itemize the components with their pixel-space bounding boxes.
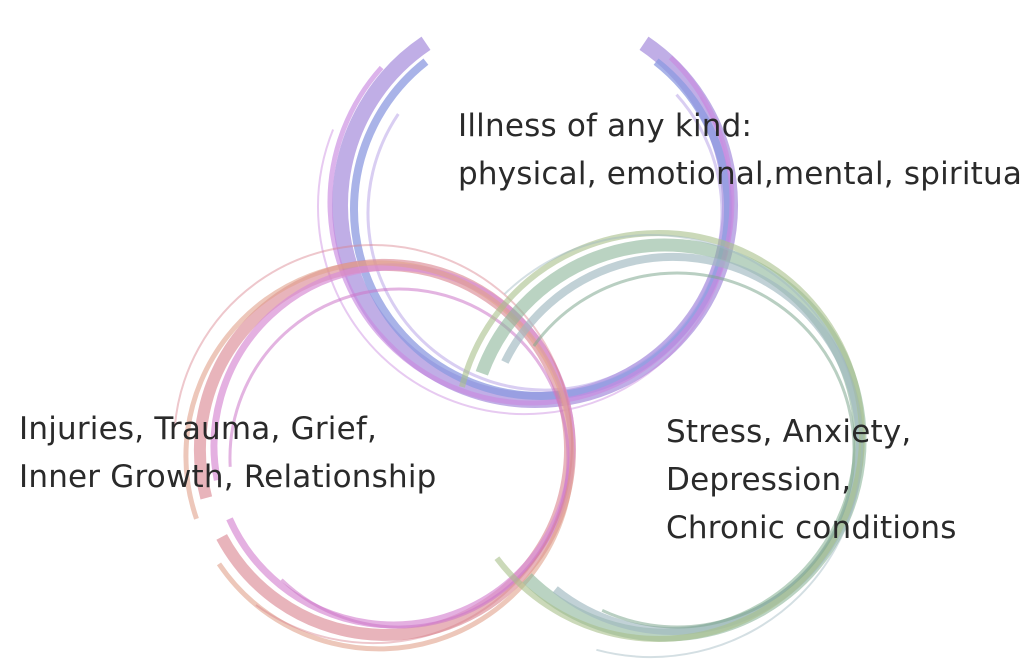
ring-left-stroke: [173, 244, 574, 645]
ring-left: [173, 244, 576, 652]
label-injuries-line-1: Injuries, Trauma, Grief,: [19, 411, 378, 447]
label-injuries: Injuries, Trauma, Grief, Inner Growth, R…: [19, 405, 437, 501]
label-illness-line-1: Illness of any kind:: [458, 108, 753, 144]
label-injuries-line-2: Inner Growth, Relationship: [19, 459, 437, 495]
label-stress-line-1: Stress, Anxiety,: [666, 414, 912, 450]
ring-top-stroke: [317, 96, 733, 416]
label-illness: Illness of any kind: physical, emotional…: [458, 102, 1024, 198]
ring-left-stroke: [183, 260, 575, 652]
ring-right-stroke: [503, 234, 863, 658]
ring-top: [317, 36, 738, 416]
ring-left-stroke: [228, 287, 570, 629]
label-stress: Stress, Anxiety, Depression, Chronic con…: [666, 408, 957, 552]
ring-right-stroke: [532, 271, 856, 629]
label-stress-line-3: Chronic conditions: [666, 510, 957, 546]
ring-top-stroke: [350, 58, 732, 400]
label-illness-line-2: physical, emotional,mental, spiritual: [458, 156, 1024, 192]
ring-right-stroke: [501, 253, 864, 635]
label-stress-line-2: Depression,: [666, 462, 852, 498]
ring-right: [459, 229, 867, 658]
ring-top-stroke: [327, 55, 735, 406]
ring-right-stroke: [459, 229, 865, 642]
